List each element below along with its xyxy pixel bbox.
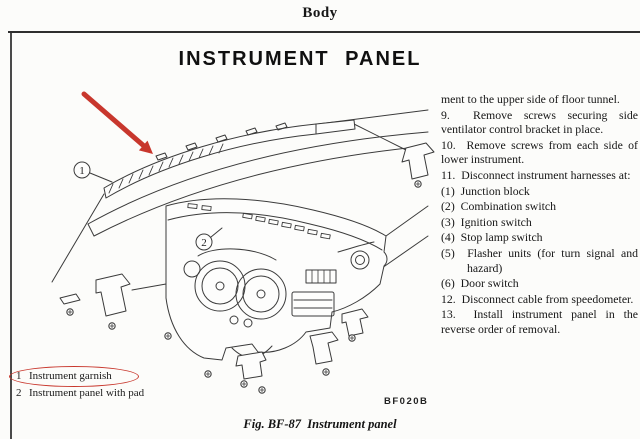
- center-stack: [291, 250, 370, 317]
- diagram-legend: 1 Instrument garnish 2 Instrument panel …: [9, 366, 246, 403]
- vent-slots: [187, 203, 331, 240]
- svg-text:1: 1: [79, 165, 85, 177]
- legend-item-2: 2 Instrument panel with pad: [16, 386, 246, 400]
- legend-item-1-label: Instrument garnish: [29, 370, 112, 382]
- instruction-step-13: 13. Install instrument panel in the reve…: [441, 307, 638, 336]
- legend-item-1: 1 Instrument garnish: [16, 369, 246, 383]
- gauge-cluster: [183, 248, 287, 328]
- instruction-sub-4: (4) Stop lamp switch: [441, 230, 543, 245]
- garnish-hatching: [108, 143, 224, 194]
- red-arrow-annotation: [81, 91, 153, 154]
- instruction-sub-6: (6) Door switch: [441, 276, 519, 291]
- header-rule: [8, 31, 640, 33]
- callout-2: 2: [195, 233, 213, 251]
- svg-text:2: 2: [201, 237, 207, 249]
- page-header: Body: [302, 5, 338, 21]
- callout-2-leader: [210, 227, 223, 238]
- mounting-brackets: [59, 273, 369, 380]
- instruction-line: ment to the upper side of floor tunnel.: [441, 92, 620, 106]
- instruction-step-10: 10. Remove screws from each side of lowe…: [441, 137, 638, 167]
- section-title: INSTRUMENT PANEL: [178, 48, 422, 70]
- instruction-sub-3: (3) Ignition switch: [441, 214, 532, 229]
- garnish-strip: [103, 119, 356, 199]
- figure-code: BF020B: [384, 396, 429, 407]
- figure-caption: Fig. BF-87 Instrument panel: [243, 417, 397, 431]
- instruction-sub-2: (2) Combination switch: [441, 199, 557, 214]
- upper-right-bracket: [401, 142, 435, 180]
- garnish-clips: [155, 122, 288, 161]
- legend-item-2-label: Instrument panel with pad: [29, 387, 145, 399]
- instruction-step-11: 11. Disconnect instrument harnesses at:: [441, 167, 631, 182]
- instruction-text: ment to the upper side of floor tunnel. …: [441, 92, 638, 337]
- instruction-sub-5: (5) Flasher units (for turn signal and h…: [441, 245, 638, 275]
- callout-1-leader: [89, 172, 113, 183]
- instruction-sub-1: (1) Junction block: [441, 183, 530, 198]
- legend-item-1-number: 1: [16, 370, 22, 382]
- left-border-line: [10, 33, 12, 439]
- instrument-panel-diagram: 1 2: [8, 84, 438, 400]
- dashboard-body: [131, 198, 388, 361]
- callout-1: 1: [73, 161, 91, 179]
- legend-item-2-number: 2: [16, 387, 22, 399]
- instruction-step-12: 12. Disconnect cable from speedometer.: [441, 291, 634, 306]
- instruction-step-9: 9. Remove screws securing side ventilato…: [441, 107, 638, 137]
